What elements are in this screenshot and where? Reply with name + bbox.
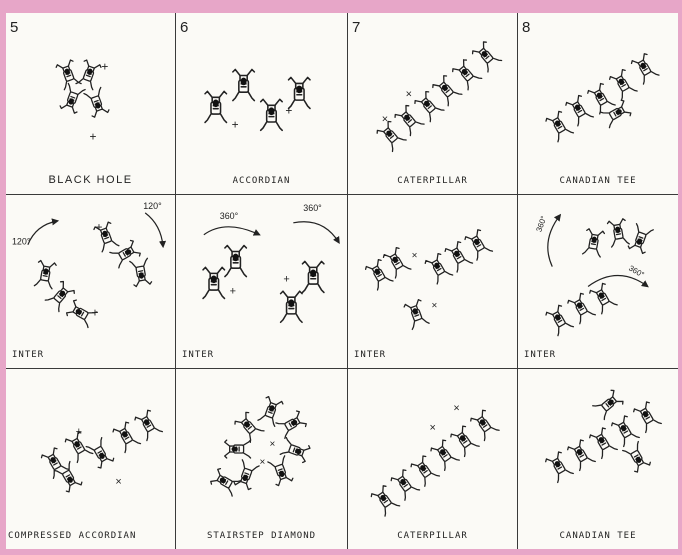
cell-6-stairstep-diamond: × × STAIRSTEP DIAMOND bbox=[176, 369, 348, 549]
svg-text:×: × bbox=[406, 89, 412, 101]
cell-7-inter: × × INTER bbox=[348, 195, 518, 369]
svg-text:+: + bbox=[285, 103, 292, 117]
cell-5-compressed-accordian: + × COMPRESSED ACCORDIAN bbox=[6, 369, 176, 549]
cell-8-inter: 360° 360° INTER bbox=[518, 195, 678, 369]
svg-text:×: × bbox=[260, 457, 266, 468]
rotation-angle: 360° bbox=[220, 211, 239, 221]
rotation-angle: 360° bbox=[303, 203, 322, 213]
accordian-drawing: + + bbox=[176, 13, 347, 194]
cell-8-canadian-tee-2: CANADIAN TEE bbox=[518, 369, 678, 549]
cell-5-inter: 120° 120° + + INTER bbox=[6, 195, 176, 369]
formation-grid: 5 + + BLACK HOLE 6 + + ACCORDIAN bbox=[6, 13, 678, 549]
canadian-tee-drawing-top bbox=[518, 13, 678, 194]
stairstep-diamond-drawing: × × bbox=[176, 369, 347, 549]
svg-text:+: + bbox=[230, 285, 236, 297]
svg-text:×: × bbox=[453, 402, 459, 414]
rotation-angle: 120° bbox=[143, 201, 162, 211]
svg-text:×: × bbox=[382, 113, 388, 125]
svg-text:×: × bbox=[412, 251, 418, 262]
cell-6-accordian: 6 + + ACCORDIAN bbox=[176, 13, 348, 195]
svg-text:+: + bbox=[283, 273, 289, 285]
svg-text:×: × bbox=[432, 300, 438, 311]
svg-text:×: × bbox=[269, 439, 275, 450]
formation-caption: COMPRESSED ACCORDIAN bbox=[8, 531, 175, 541]
inter-drawing-5: 120° 120° + + bbox=[6, 195, 175, 368]
svg-text:×: × bbox=[115, 476, 121, 488]
svg-text:+: + bbox=[95, 220, 102, 234]
inter-drawing-8: 360° 360° bbox=[518, 195, 678, 368]
rotation-angle: 360° bbox=[534, 215, 548, 234]
rotation-angle: 120° bbox=[12, 237, 31, 247]
formation-caption: INTER bbox=[12, 350, 175, 360]
formation-caption: CATERPILLAR bbox=[348, 531, 517, 541]
formation-caption: INTER bbox=[182, 350, 347, 360]
svg-text:×: × bbox=[430, 422, 436, 434]
compressed-accordian-drawing: + × bbox=[6, 369, 175, 549]
cell-5-black-hole: 5 + + BLACK HOLE bbox=[6, 13, 176, 195]
formation-caption: CANADIAN TEE bbox=[518, 176, 678, 186]
canadian-tee-drawing-bottom bbox=[518, 369, 678, 549]
formation-caption: BLACK HOLE bbox=[6, 174, 175, 186]
formation-caption: CANADIAN TEE bbox=[518, 531, 678, 541]
formation-caption: ACCORDIAN bbox=[176, 176, 347, 186]
formation-caption: INTER bbox=[524, 350, 678, 360]
cell-6-inter: 360° 360° + + INTER bbox=[176, 195, 348, 369]
inter-drawing-7: × × bbox=[348, 195, 517, 368]
svg-text:+: + bbox=[90, 129, 97, 143]
formation-caption: STAIRSTEP DIAMOND bbox=[176, 531, 347, 541]
caterpillar-drawing-top: × × bbox=[348, 13, 517, 194]
cell-8-canadian-tee: 8 CANADIAN TEE bbox=[518, 13, 678, 195]
inter-drawing-6: 360° 360° + + bbox=[176, 195, 347, 368]
caterpillar-drawing-bottom: × × bbox=[348, 369, 517, 549]
svg-text:+: + bbox=[101, 60, 108, 74]
svg-text:+: + bbox=[91, 305, 98, 319]
svg-text:+: + bbox=[232, 117, 239, 131]
cell-7-caterpillar: 7 × × CATERPILLAR bbox=[348, 13, 518, 195]
cell-7-caterpillar-2: × × CATERPILLAR bbox=[348, 369, 518, 549]
black-hole-drawing: + + bbox=[6, 13, 175, 194]
formation-caption: INTER bbox=[354, 350, 517, 360]
svg-text:+: + bbox=[76, 426, 82, 438]
formation-caption: CATERPILLAR bbox=[348, 176, 517, 186]
formation-sheet: 5 + + BLACK HOLE 6 + + ACCORDIAN bbox=[6, 13, 678, 549]
